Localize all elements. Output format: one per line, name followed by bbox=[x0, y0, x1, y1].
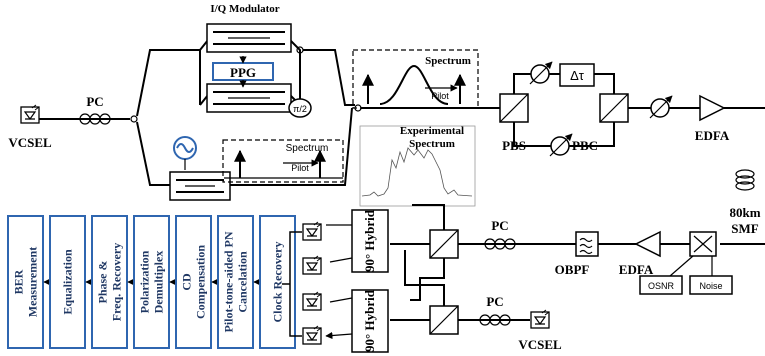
spectrum-top-inset: Spectrum Pilot bbox=[352, 49, 479, 109]
svg-text:SMF: SMF bbox=[731, 221, 759, 236]
osnr-lines bbox=[669, 255, 713, 277]
dsp-block-label: CDCompensation bbox=[180, 245, 208, 319]
coupler-osnr bbox=[689, 231, 717, 257]
svg-text:EDFA: EDFA bbox=[695, 128, 730, 143]
photodiode-3 bbox=[302, 291, 322, 311]
svg-text:Pilot: Pilot bbox=[291, 163, 309, 173]
pc-rx1: PC bbox=[484, 218, 516, 250]
noise-box: Noise bbox=[689, 275, 733, 295]
coupler-split bbox=[130, 115, 138, 123]
pc-rx2: PC bbox=[479, 294, 511, 326]
photodiode-2 bbox=[302, 255, 322, 275]
dsp-block bbox=[7, 215, 44, 349]
iq-modulator-title: I/Q Modulator bbox=[210, 3, 279, 15]
dsp-block bbox=[133, 215, 170, 349]
photodiode-1 bbox=[302, 221, 322, 241]
dsp-block-label: Pilot-tone-aided PNCancelation bbox=[222, 231, 250, 332]
hybrid2: 90° Hybrid bbox=[351, 289, 389, 353]
delay-line: Δτ bbox=[559, 63, 595, 87]
svg-text:VCSEL: VCSEL bbox=[518, 337, 562, 352]
rf-source bbox=[173, 136, 197, 160]
svg-text:VCSEL: VCSEL bbox=[8, 135, 52, 150]
svg-text:EDFA: EDFA bbox=[619, 262, 654, 277]
fiber-lo-h1 bbox=[404, 250, 445, 306]
svg-text:OBPF: OBPF bbox=[555, 262, 590, 277]
svg-text:90° Hybrid: 90° Hybrid bbox=[362, 289, 377, 352]
svg-text:PC: PC bbox=[491, 218, 508, 233]
dsp-block-label: Phase &Freq. Recovery bbox=[96, 243, 124, 321]
hybrid1: 90° Hybrid bbox=[351, 209, 389, 273]
vcsel-tx: VCSEL bbox=[8, 104, 52, 150]
svg-text:PC: PC bbox=[86, 94, 103, 109]
svg-text:Δτ: Δτ bbox=[570, 68, 585, 83]
vatt-top bbox=[529, 61, 553, 85]
fiber-pilot bbox=[230, 107, 353, 186]
svg-text:Spectrum: Spectrum bbox=[286, 143, 329, 154]
svg-text:80km: 80km bbox=[729, 205, 760, 220]
osnr-box: OSNR bbox=[639, 275, 683, 295]
svg-text:Noise: Noise bbox=[699, 281, 722, 291]
dsp-block bbox=[175, 215, 212, 349]
dsp-block bbox=[91, 215, 128, 349]
photodiode-4 bbox=[302, 325, 322, 345]
dsp-block-label: PolarizationDemultiplex bbox=[138, 250, 166, 313]
dsp-block bbox=[217, 215, 254, 349]
pbc: PBC bbox=[572, 93, 629, 153]
fiber-lower bbox=[136, 121, 170, 186]
fiber-spool: 80km SMF bbox=[729, 169, 761, 236]
svg-text:90° Hybrid: 90° Hybrid bbox=[362, 209, 377, 272]
spectrum-pilot-inset: Spectrum Pilot bbox=[222, 139, 344, 183]
svg-text:PPG: PPG bbox=[230, 65, 256, 80]
vcsel-rx: VCSEL bbox=[518, 309, 562, 352]
vatt-bottom bbox=[549, 133, 573, 157]
dsp-block-label: Clock Recovery bbox=[271, 242, 285, 323]
fiber-pbs1-top bbox=[412, 204, 445, 230]
fiber-iq-out bbox=[303, 49, 355, 106]
experimental-spectrum: Experimental Spectrum bbox=[359, 125, 476, 207]
svg-text:Experimental: Experimental bbox=[400, 125, 464, 137]
dsp-block bbox=[259, 215, 296, 349]
dsp-block-label: Equalization bbox=[61, 249, 75, 315]
fiber-delay-pbc bbox=[594, 73, 615, 94]
dsp-block-label: BERMeasurement bbox=[12, 247, 40, 317]
pbs: PBS bbox=[499, 93, 529, 153]
phase-shifter bbox=[288, 98, 312, 118]
pc-tx: PC bbox=[79, 94, 111, 125]
photodiode-bank bbox=[302, 221, 353, 345]
pilot-mzm bbox=[169, 171, 231, 201]
iq-modulator: PPG π/2 bbox=[199, 23, 312, 118]
dsp-chain: BERMeasurement Equalization Phase &Freq. R… bbox=[7, 215, 302, 349]
edfa-rx: EDFA bbox=[619, 230, 661, 277]
svg-text:PBC: PBC bbox=[572, 138, 598, 153]
pbs-rx1 bbox=[429, 229, 459, 259]
svg-text:π/2: π/2 bbox=[293, 104, 307, 114]
svg-text:OSNR: OSNR bbox=[648, 281, 675, 291]
pbs-rx2 bbox=[429, 305, 459, 335]
obpf: OBPF bbox=[555, 231, 599, 277]
pd-bracket bbox=[282, 231, 302, 337]
dsp-block bbox=[49, 215, 86, 349]
svg-text:Pilot: Pilot bbox=[431, 91, 449, 101]
svg-text:PC: PC bbox=[486, 294, 503, 309]
vatt-out bbox=[649, 95, 673, 119]
svg-text:Spectrum: Spectrum bbox=[409, 138, 455, 150]
fiber-upper bbox=[136, 49, 200, 117]
edfa-tx: EDFA bbox=[695, 94, 730, 143]
svg-text:Spectrum: Spectrum bbox=[425, 55, 471, 67]
fiber-pbs1-h2 bbox=[410, 258, 445, 301]
